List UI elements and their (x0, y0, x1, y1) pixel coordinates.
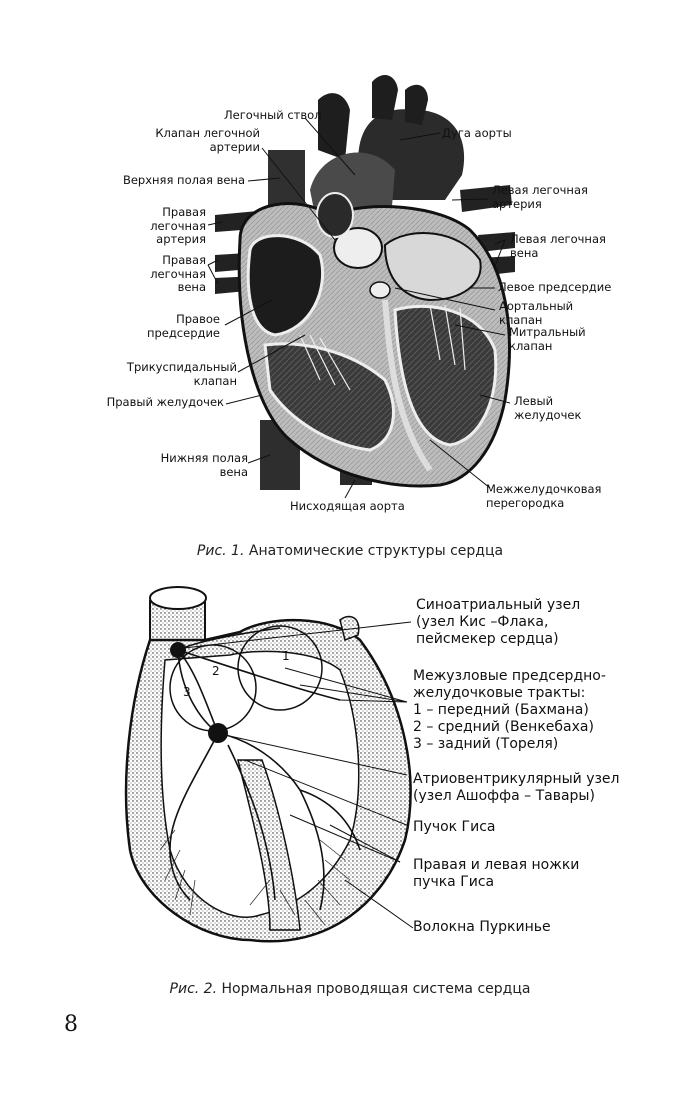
label-pulmonary-valve: Клапан легочной артерии (155, 126, 260, 154)
label-tricuspid-valve: Трикуспидальный клапан (126, 360, 237, 388)
sa-node (170, 642, 186, 658)
left-ventricle-shape (393, 304, 498, 447)
figure2-caption-text: Нормальная проводящая система сердца (221, 981, 531, 997)
tract-number-1: 1 (282, 649, 290, 663)
label-left-atrium: Левое предсердие (498, 280, 612, 294)
label-his-bundle: Пучок Гиса (413, 819, 496, 835)
label-tract-2: 2 – средний (Венкебаха) (413, 719, 594, 735)
label-tract-1: 1 – передний (Бахмана) (413, 702, 589, 718)
av-node (208, 723, 228, 743)
label-descending-aorta: Нисходящая аорта (290, 499, 405, 513)
label-left-pulmonary-artery: Левая легочная артерия (492, 183, 588, 211)
label-right-ventricle: Правый желудочек (106, 395, 224, 409)
figure1-caption-prefix: Рис. 1. (196, 543, 245, 559)
label-mitral-valve: Митральный клапан (509, 325, 586, 353)
heart-anatomy-illustration (207, 75, 515, 499)
tract-number-2: 2 (212, 664, 220, 678)
label-left-pulmonary-vein: Левая легочная вена (510, 232, 606, 260)
label-interventricular-septum: Межжелудочковая перегородка (486, 482, 602, 510)
page-number: 8 (64, 1012, 78, 1037)
label-superior-vena-cava: Верхняя полая вена (122, 173, 245, 187)
label-purkinje: Волокна Пуркинье (413, 919, 551, 935)
label-aortic-arch: Дуга аорты (442, 126, 512, 140)
label-sa-node: Синоатриальный узел (узел Кис –Флака, пе… (416, 597, 581, 647)
vena-cava-opening (149, 586, 207, 610)
figure1-caption-text: Анатомические структуры сердца (248, 543, 504, 559)
label-right-pulmonary-vein: Правая легочная вена (150, 253, 206, 294)
label-tract-3: 3 – задний (Тореля) (413, 736, 559, 752)
figure2-caption-prefix: Рис. 2. (169, 981, 218, 997)
label-bundle-branches: Правая и левая ножки пучка Гиса (413, 857, 580, 890)
label-right-atrium: Правое предсердие (146, 312, 220, 340)
label-inferior-vena-cava: Нижняя полая вена (160, 451, 248, 479)
label-left-ventricle: Левый желудочек (514, 394, 582, 422)
label-aortic-valve: Аортальный клапан (499, 299, 574, 327)
figure2-caption: Рис. 2. Нормальная проводящая система се… (0, 981, 700, 997)
conduction-system-diagram: 1 2 3 (124, 586, 414, 943)
label-pulmonary-trunk: Легочный ствол (224, 108, 322, 122)
label-right-pulmonary-artery: Правая легочная артерия (150, 205, 206, 246)
figure1-caption: Рис. 1. Анатомические структуры сердца (0, 543, 700, 559)
tract-number-3: 3 (183, 685, 191, 699)
label-av-node: Атриовентрикулярный узел (узел Ашоффа – … (413, 771, 620, 804)
right-ventricle-shape (263, 342, 395, 452)
label-internodal-tracts-title: Межузловые предсердно- желудочковые трак… (413, 668, 606, 701)
